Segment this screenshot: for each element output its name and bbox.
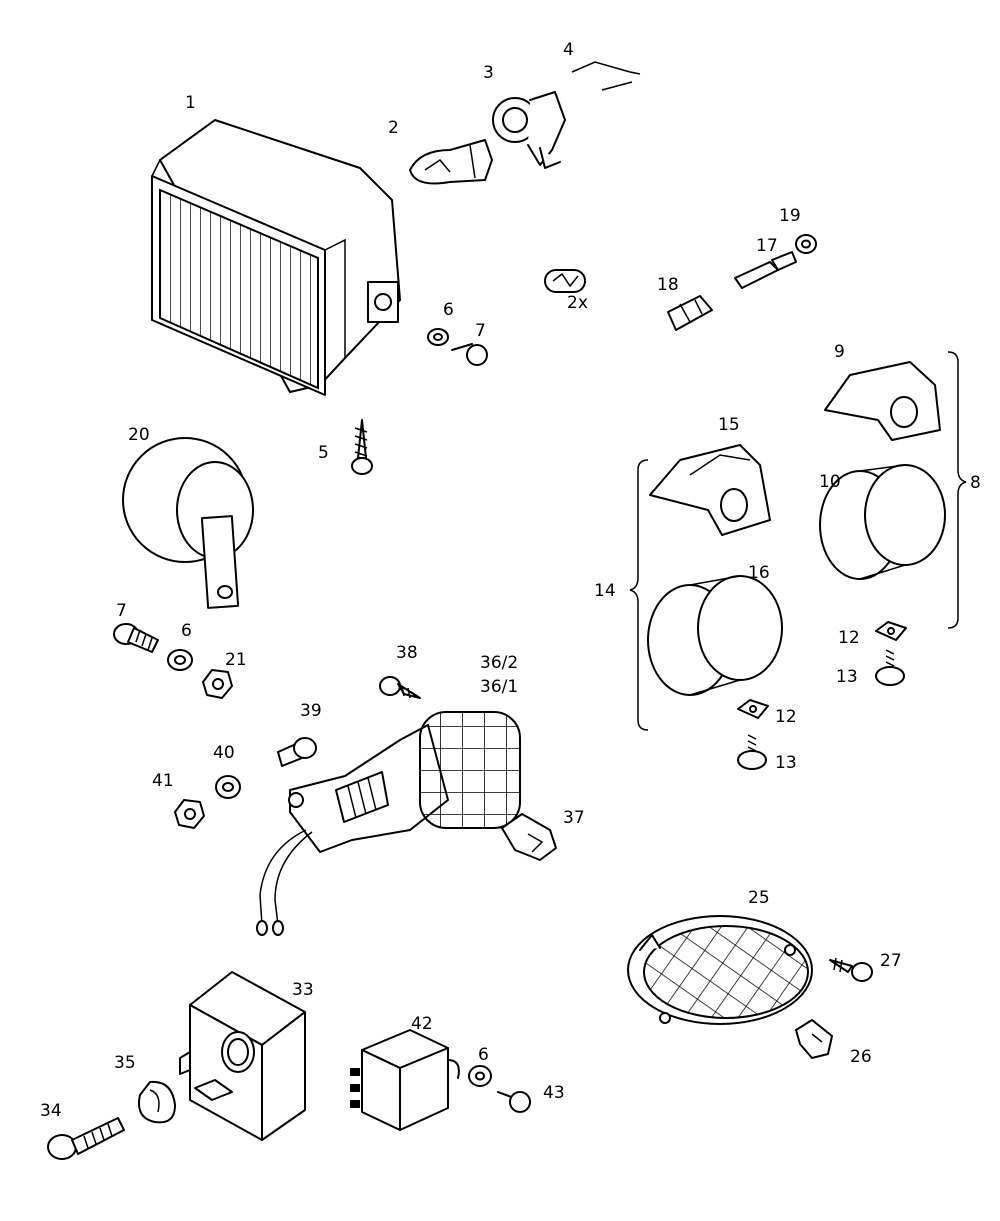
label-33: 33 [292, 980, 314, 1000]
mounting-bracket-lower [647, 575, 783, 696]
tapping-screw [379, 676, 421, 699]
tapping-screw [351, 419, 373, 475]
label-40: 40 [213, 743, 235, 763]
label-17: 17 [756, 236, 778, 256]
washer [427, 328, 449, 346]
label-2: 2 [388, 118, 399, 138]
washer [215, 775, 241, 799]
label-43: 43 [543, 1083, 565, 1103]
bolt [113, 623, 159, 653]
label-4: 4 [563, 40, 574, 60]
bulb-socket [667, 295, 713, 331]
label-12: 12 [775, 707, 797, 727]
bulb-holder [492, 91, 566, 169]
label-3: 3 [483, 63, 494, 83]
washer [795, 234, 817, 254]
label-42: 42 [411, 1014, 433, 1034]
label-20: 20 [128, 425, 150, 445]
label-13: 13 [836, 667, 858, 687]
label-34: 34 [40, 1101, 62, 1121]
label-6: 6 [443, 300, 454, 320]
label-12: 12 [838, 628, 860, 648]
label-27: 27 [880, 951, 902, 971]
mounting-bracket-upper [649, 444, 771, 536]
small-bulb [544, 269, 586, 293]
label-13: 13 [775, 753, 797, 773]
tail-light [627, 915, 813, 1025]
label-10: 10 [819, 472, 841, 492]
screw [497, 1091, 531, 1113]
tapping-screw [829, 957, 873, 982]
label-38: 38 [396, 643, 418, 663]
label-6: 6 [478, 1045, 489, 1065]
label-35: 35 [114, 1053, 136, 1073]
label-7: 7 [475, 321, 486, 341]
label-19: 19 [779, 206, 801, 226]
washer [167, 649, 193, 671]
turn-signal [256, 711, 521, 936]
label-6: 6 [181, 621, 192, 641]
label-2x: 2x [567, 293, 588, 313]
label-36-1: 36/1 [480, 677, 518, 697]
label-9: 9 [834, 342, 845, 362]
nut [202, 669, 233, 699]
tail-bulb [795, 1019, 833, 1059]
group-bracket [629, 459, 649, 731]
mounting-bracket-lower [819, 464, 946, 580]
label-36-2: 36/2 [480, 653, 518, 673]
label-41: 41 [152, 771, 174, 791]
label-37: 37 [563, 808, 585, 828]
bolt [277, 737, 317, 767]
label-5: 5 [318, 443, 329, 463]
screw [737, 734, 767, 770]
group-bracket [947, 351, 967, 629]
flasher-box [179, 971, 306, 1141]
label-25: 25 [748, 888, 770, 908]
label-39: 39 [300, 701, 322, 721]
label-1: 1 [185, 93, 196, 113]
relay [350, 1029, 460, 1131]
label-21: 21 [225, 650, 247, 670]
bolt [47, 1117, 125, 1160]
mounting-bracket-upper [824, 361, 941, 441]
spring-clip [571, 61, 641, 91]
headlight-bulb [409, 139, 493, 185]
headlight-housing [151, 119, 401, 396]
label-14: 14 [594, 581, 616, 601]
signal-bulb [501, 813, 557, 861]
switch-sensor [734, 251, 797, 289]
label-7: 7 [116, 601, 127, 621]
screw [875, 649, 905, 686]
screw [451, 343, 488, 366]
label-26: 26 [850, 1047, 872, 1067]
square-nut [875, 621, 907, 641]
horn [122, 437, 254, 609]
label-15: 15 [718, 415, 740, 435]
square-nut [737, 699, 769, 719]
lock-washer [138, 1080, 176, 1124]
label-18: 18 [657, 275, 679, 295]
washer [468, 1065, 492, 1087]
label-8: 8 [970, 473, 981, 493]
label-16: 16 [748, 563, 770, 583]
nut [174, 799, 205, 829]
